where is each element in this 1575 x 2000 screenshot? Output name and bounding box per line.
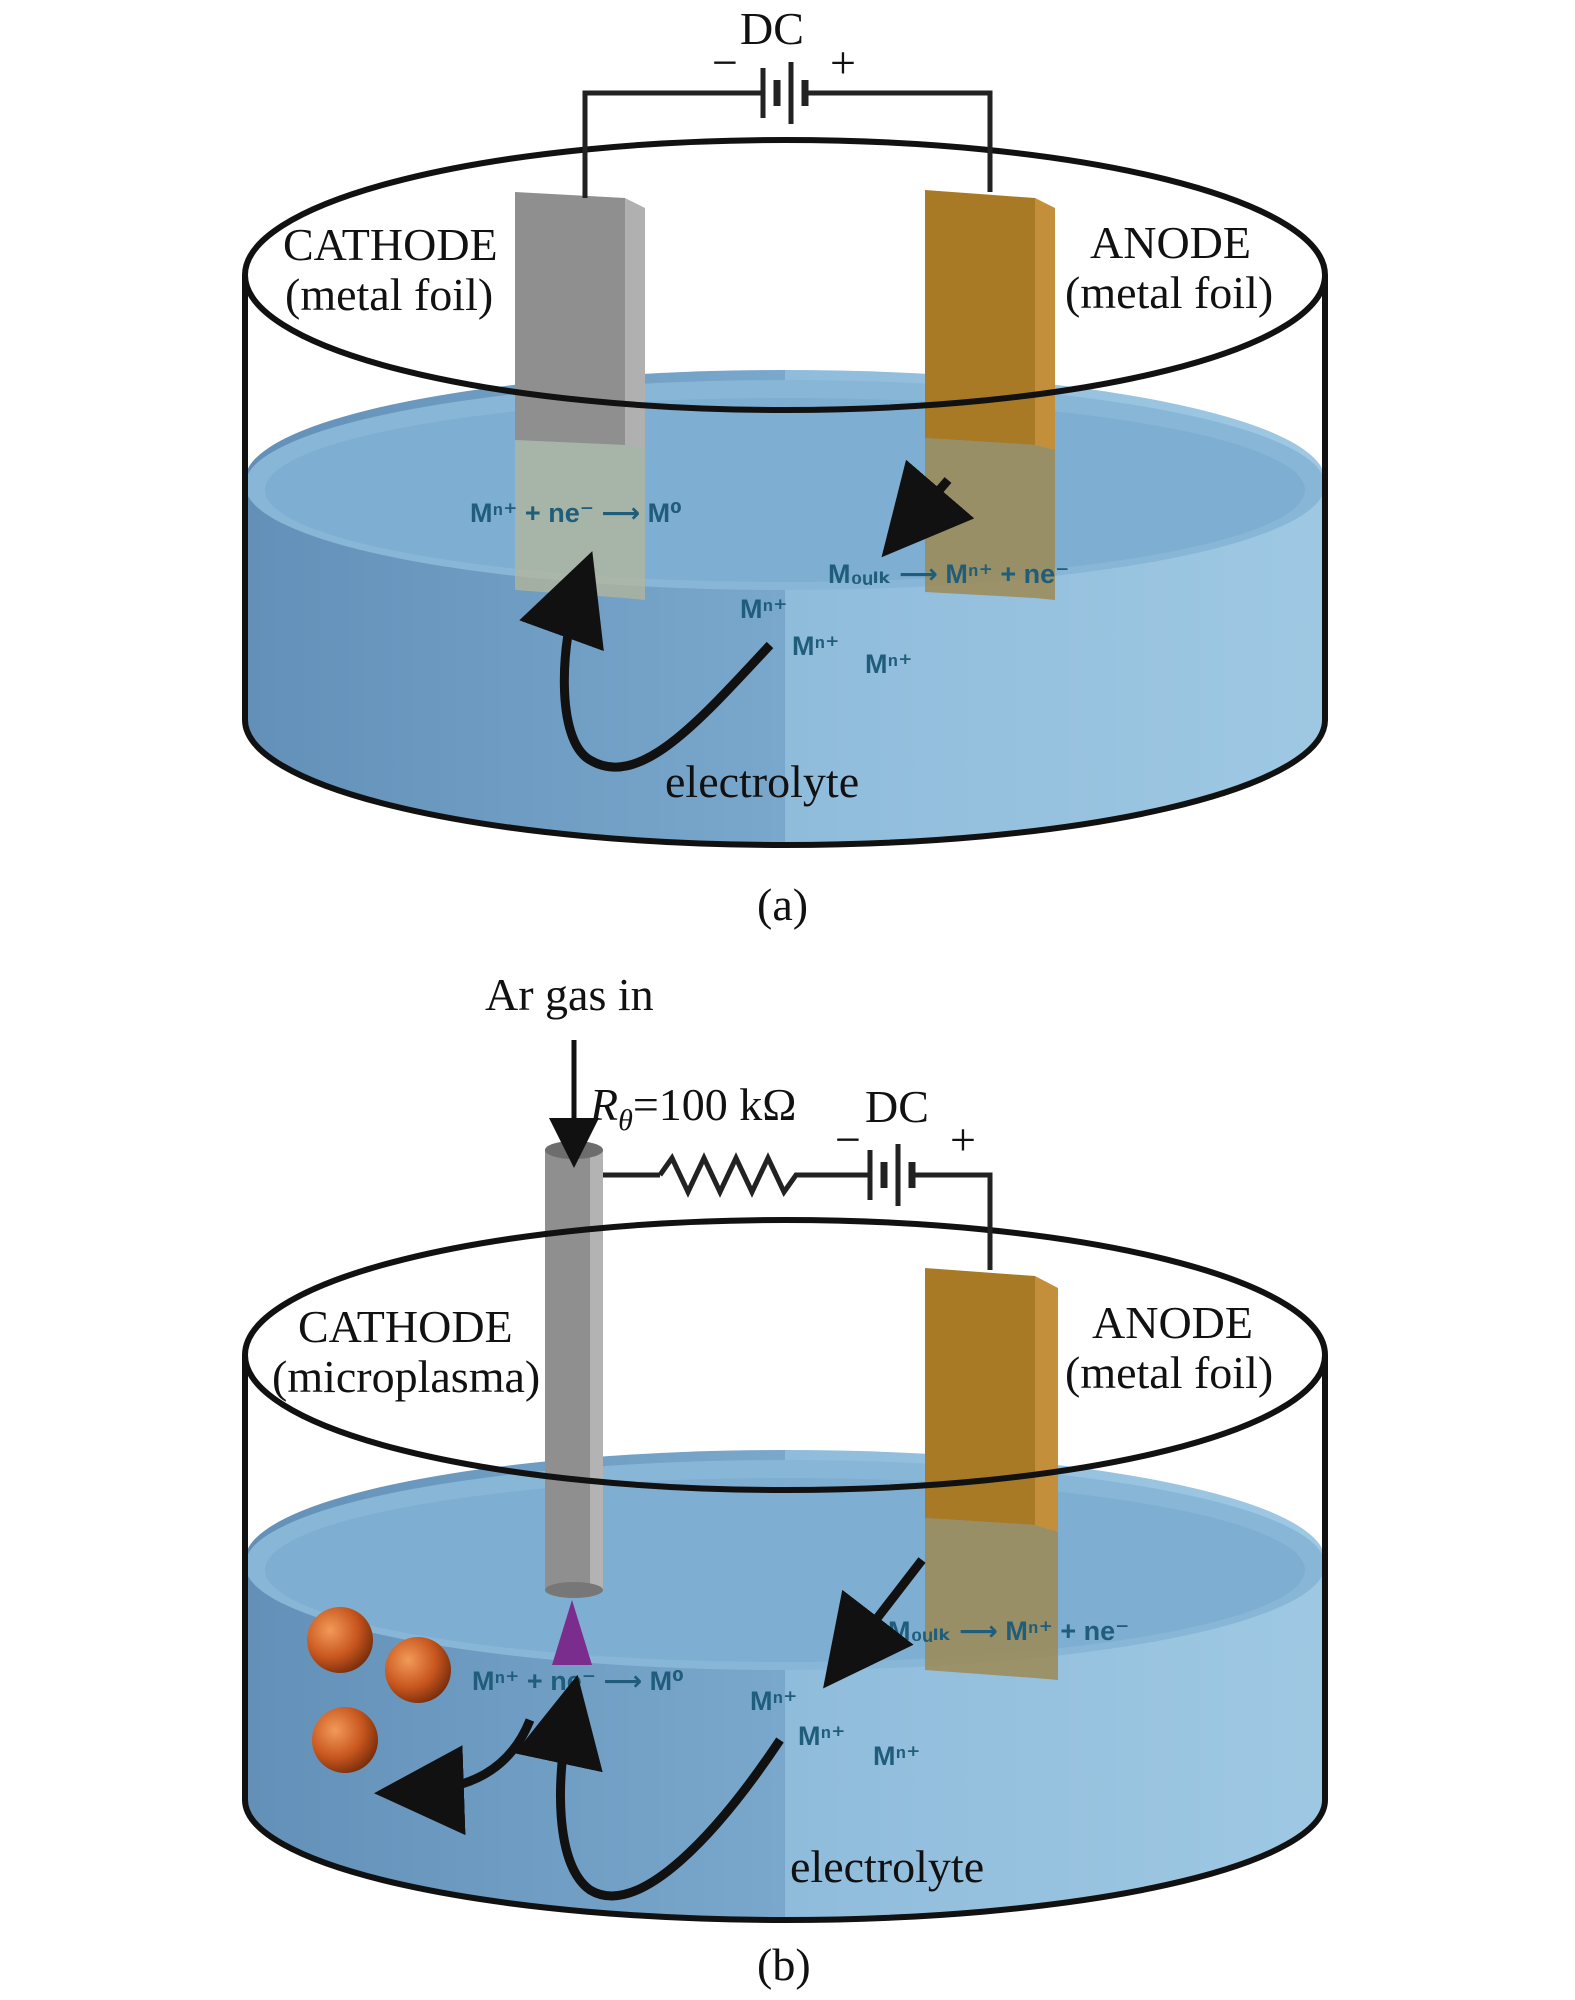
anode-subtitle-b: (metal foil) xyxy=(1065,1347,1273,1398)
electrolyte-surface-shade-b xyxy=(265,1478,1305,1662)
ion-b-2: Mⁿ⁺ xyxy=(798,1721,845,1751)
resistor-icon xyxy=(657,1152,870,1198)
ion-path-arrow-b xyxy=(514,1674,784,1901)
nanoparticle-1 xyxy=(307,1607,373,1673)
anode-foil-b xyxy=(925,1268,1058,1680)
electrolyte-label-b: electrolyte xyxy=(790,1841,984,1892)
ion-b-3: Mⁿ⁺ xyxy=(873,1741,920,1771)
particle-arrow-b xyxy=(374,1718,535,1836)
battery-icon-a xyxy=(760,62,809,124)
electrolyte-surface-shade-a xyxy=(265,398,1305,582)
anode-arrow-a xyxy=(881,459,975,558)
anode-arrow-b xyxy=(823,1557,926,1689)
ion-a-1: Mⁿ⁺ xyxy=(740,594,787,624)
plus-sign-a: + xyxy=(830,37,856,88)
cathode-subtitle-b: (microplasma) xyxy=(272,1351,540,1402)
minus-sign-b: − xyxy=(835,1114,861,1165)
ion-a-2: Mⁿ⁺ xyxy=(792,631,839,661)
cathode-subtitle-a: (metal foil) xyxy=(285,269,493,320)
ion-a-3: Mⁿ⁺ xyxy=(865,649,912,679)
anode-foil-a xyxy=(925,190,1055,600)
plus-sign-b: + xyxy=(950,1114,976,1165)
cathode-title-b: CATHODE xyxy=(298,1301,513,1352)
reaction-anode-a: M₀ᵤₗₖ ⟶ Mⁿ⁺ + ne⁻ xyxy=(828,559,1069,589)
minus-sign-a: − xyxy=(712,37,738,88)
nanoparticle-2 xyxy=(385,1637,451,1703)
gas-label: Ar gas in xyxy=(485,969,654,1020)
dc-label-a: DC xyxy=(740,3,804,54)
resistor-label: Rθ=100 kΩ xyxy=(589,1079,797,1137)
caption-a: (a) xyxy=(757,879,808,930)
panel-b: Ar gas in Rθ=100 kΩ DC − + CATHODE (micr… xyxy=(242,969,1328,1990)
anode-title-b: ANODE xyxy=(1092,1297,1253,1348)
caption-b: (b) xyxy=(757,1939,811,1990)
anode-title-a: ANODE xyxy=(1090,217,1251,268)
nanoparticle-3 xyxy=(312,1707,378,1773)
ion-path-arrow-a xyxy=(519,551,774,772)
anode-subtitle-a: (metal foil) xyxy=(1065,267,1273,318)
circuit-wire-a xyxy=(582,90,763,198)
cathode-tube-b xyxy=(545,1141,603,1598)
cathode-title-a: CATHODE xyxy=(283,219,498,270)
battery-icon-b xyxy=(867,1144,916,1206)
plasma-icon xyxy=(552,1600,592,1665)
reaction-cathode-b: Mⁿ⁺ + ne⁻ ⟶ M⁰ xyxy=(472,1666,684,1696)
reaction-anode-b: M₀ᵤₗₖ ⟶ Mⁿ⁺ + ne⁻ xyxy=(888,1616,1129,1646)
electrolyte-label-a: electrolyte xyxy=(665,756,859,807)
ion-b-1: Mⁿ⁺ xyxy=(750,1686,797,1716)
reaction-cathode-a: Mⁿ⁺ + ne⁻ ⟶ M⁰ xyxy=(470,498,682,528)
dc-label-b: DC xyxy=(865,1081,929,1132)
panel-a: DC − + CATHODE (metal foil) ANODE (metal… xyxy=(242,3,1328,930)
